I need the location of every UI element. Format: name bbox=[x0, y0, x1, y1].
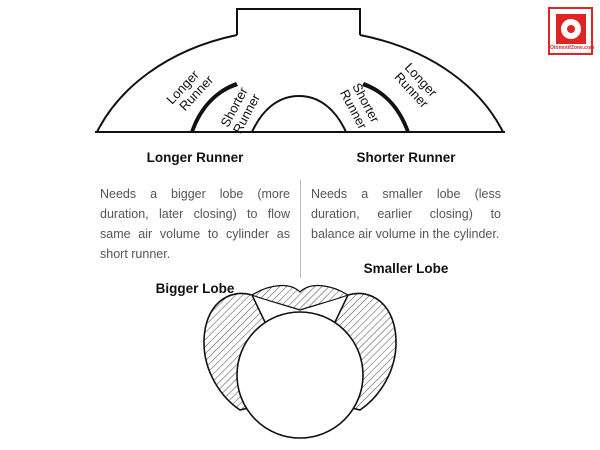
shorter-runner-column: Shorter Runner Needs a smaller lobe (les… bbox=[311, 150, 501, 276]
left-longer-runner-label: Longer Runner bbox=[163, 62, 216, 116]
left-outer-wall bbox=[96, 34, 238, 133]
bigger-lobe-label: Bigger Lobe bbox=[155, 281, 235, 296]
right-outer-wall bbox=[359, 34, 504, 133]
center-dome bbox=[251, 94, 347, 133]
shorter-runner-heading: Shorter Runner bbox=[356, 150, 456, 165]
longer-runner-description: Needs a bigger lobe (more duration, late… bbox=[100, 187, 290, 261]
right-guide-vane bbox=[362, 82, 410, 132]
logo-target-icon bbox=[555, 14, 586, 44]
right-longer-runner-label: Longer Runner bbox=[392, 60, 443, 112]
runner-labels: Longer Runner Shorter Runner Shorter Run… bbox=[163, 60, 443, 136]
base-circle bbox=[236, 311, 364, 439]
longer-runner-column: Longer Runner Needs a bigger lobe (more … bbox=[100, 150, 290, 296]
lobe-overlap-top bbox=[250, 285, 350, 311]
cam-lobe-comparison bbox=[203, 285, 397, 439]
smaller-lobe-label: Smaller Lobe bbox=[363, 261, 449, 276]
shorter-runner-description: Needs a smaller lobe (less duration, ear… bbox=[311, 187, 501, 241]
logo-text: OtomotifZone.com bbox=[550, 45, 595, 51]
column-divider bbox=[300, 180, 301, 278]
plenum-drawing bbox=[95, 8, 505, 133]
left-guide-vane bbox=[190, 82, 238, 132]
throttle-neck bbox=[236, 8, 361, 35]
longer-runner-heading: Longer Runner bbox=[146, 150, 244, 165]
site-logo: OtomotifZone.com bbox=[548, 7, 595, 55]
